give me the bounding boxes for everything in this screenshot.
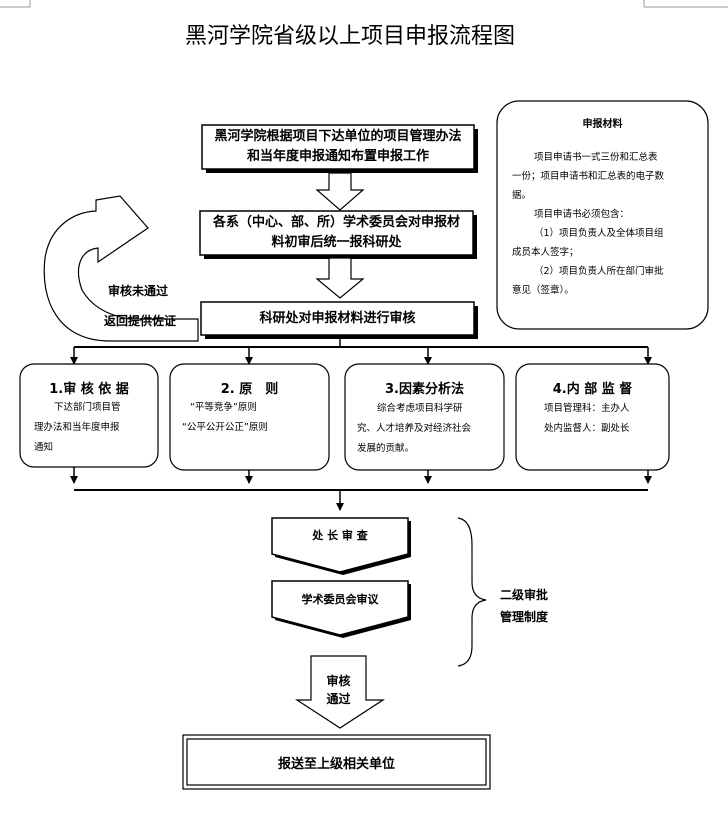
- approval-brace: [457, 517, 487, 667]
- approval-system-line-1: 二级审批: [500, 588, 549, 602]
- criteria-3-title: 3.因素分析法: [385, 382, 464, 397]
- final-step-label: 报送至上级相关单位: [277, 757, 395, 772]
- director-review-label: 处 长 审 查: [312, 529, 368, 542]
- step2-text: 各系（中心、部、所）学术委员会对申报材 料初审后统一报科研处: [200, 213, 473, 253]
- materials-content: 项目申请书一式三份和汇总表 一份；项目申请书和汇总表的电子数 据。 项目申请书必…: [512, 148, 698, 300]
- criteria-4-line: 项目管理科：主办人: [544, 403, 630, 414]
- materials-line: （1）项目负责人及全体项目组: [534, 228, 664, 239]
- review-failed-label: 审核未通过: [108, 284, 169, 298]
- return-arrow: [43, 195, 199, 342]
- approval-system-label: 二级审批 管理制度: [500, 584, 548, 628]
- materials-line: 一份；项目申请书和汇总表的电子数: [512, 171, 665, 182]
- step3-text: 科研处对申报材料进行审核: [259, 311, 416, 326]
- criteria-2-line: “平等竞争”原则: [190, 402, 257, 413]
- step2-line-2: 料初审后统一报科研处: [271, 235, 402, 250]
- criteria-1-line: 下达部门项目管: [54, 402, 121, 413]
- criteria-1-line: 理办法和当年度申报: [34, 422, 120, 433]
- criteria-1-line: 通知: [34, 442, 54, 453]
- criteria-4-line: 处内监督人：副处长: [544, 423, 630, 434]
- committee-review-label: 学术委员会审议: [301, 593, 379, 606]
- criteria-4-body: 项目管理科：主办人 处内监督人：副处长: [544, 399, 664, 439]
- final-box-outer: [182, 734, 491, 790]
- down-arrow-2: [315, 257, 365, 299]
- criteria-3-body: 综合考虑项目科学研 究、人才培养及对经济社会 发展的贡献。: [357, 399, 502, 459]
- step1-text: 黑河学院根据项目下达单位的项目管理办法 和当年度申报通知布置申报工作: [202, 127, 474, 167]
- criteria-2-line: “公平公开公正”原则: [182, 422, 268, 433]
- approval-step-1: [271, 517, 409, 573]
- materials-line: 项目申请书必须包含：: [534, 209, 630, 220]
- final-box-inner: [186, 738, 487, 786]
- criteria-4-title: 4.内 部 监 督: [552, 382, 633, 397]
- step2-line-1: 各系（中心、部、所）学术委员会对申报材: [212, 215, 460, 230]
- step1-box: [201, 124, 475, 170]
- step1-line-1: 黑河学院根据项目下达单位的项目管理办法: [214, 129, 462, 144]
- materials-line: 项目申请书一式三份和汇总表: [534, 152, 658, 163]
- materials-title: 申报材料: [582, 119, 623, 130]
- criteria-1-title: 1.审 核 依 据: [49, 382, 129, 397]
- step3-box: [200, 301, 475, 336]
- materials-line: 据。: [512, 190, 532, 201]
- criteria-3-line: 发展的贡献。: [357, 443, 415, 454]
- pass-label: 审核 通过: [311, 672, 366, 708]
- materials-box: [496, 100, 709, 330]
- materials-line: 意见（签章）。: [512, 285, 574, 296]
- materials-line: （2）项目负责人所在部门审批: [534, 266, 664, 277]
- criteria-3-line: 综合考虑项目科学研: [377, 403, 463, 414]
- pass-label-line-2: 通过: [326, 692, 351, 706]
- criteria-3-line: 究、人才培养及对经济社会: [357, 423, 472, 434]
- criteria-box-4: [515, 363, 670, 471]
- step1-line-2: 和当年度申报通知布置申报工作: [246, 149, 429, 164]
- criteria-1-body: 下达部门项目管 理办法和当年度申报 通知: [34, 398, 154, 458]
- materials-line: 成员本人签字；: [512, 247, 579, 258]
- criteria-2-body: “平等竞争”原则 “公平公开公正”原则: [182, 398, 322, 438]
- page-title: 黑河学院省级以上项目申报流程图: [184, 24, 515, 49]
- criteria-box-3: [344, 363, 505, 471]
- approval-step-2: [271, 580, 409, 636]
- approval-system-line-2: 管理制度: [500, 610, 549, 624]
- criteria-2-title: 2. 原 则: [220, 382, 279, 397]
- pass-label-line-1: 审核: [326, 674, 351, 688]
- return-evidence-label: 返回提供佐证: [104, 314, 177, 328]
- criteria-box-1: [19, 363, 159, 468]
- down-arrow-1: [315, 172, 365, 211]
- pass-arrow: [294, 655, 386, 729]
- step2-box: [199, 210, 474, 256]
